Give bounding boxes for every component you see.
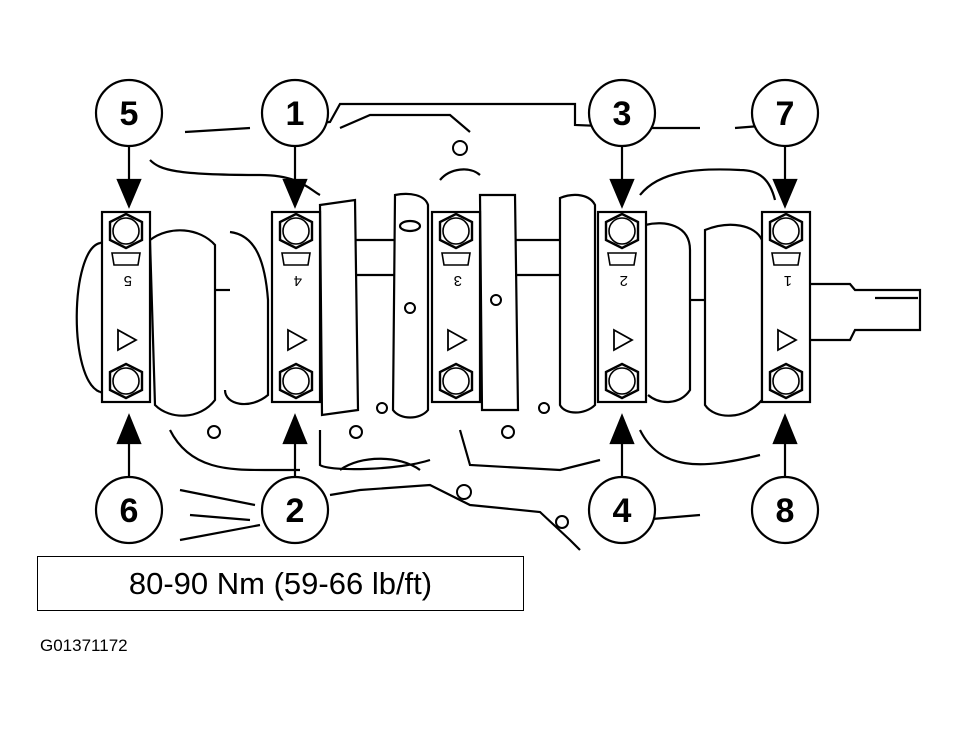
cap-number: 5	[124, 272, 132, 289]
cap-number: 3	[454, 272, 462, 289]
callout-2: 2	[260, 475, 330, 545]
callout-8: 8	[750, 475, 820, 545]
torque-spec-box: 80-90 Nm (59-66 lb/ft)	[37, 556, 524, 611]
bolt-head	[108, 362, 144, 400]
torque-spec-text: 80-90 Nm (59-66 lb/ft)	[128, 565, 433, 601]
bolt-head	[604, 362, 640, 400]
crankshaft-webs	[148, 192, 764, 419]
callout-7: 7	[750, 78, 820, 148]
cap-number: 1	[784, 272, 792, 289]
callout-label: 6	[120, 492, 139, 530]
torque-sequence-callouts: 5 1 3 7 6 2 4 8	[94, 78, 820, 545]
callout-label: 7	[776, 95, 795, 133]
bolt-head	[438, 212, 474, 250]
callout-label: 3	[613, 95, 632, 133]
bolt-head	[768, 212, 804, 250]
callout-label: 4	[613, 492, 632, 530]
block-holes	[207, 140, 569, 529]
callout-label: 5	[120, 95, 139, 133]
bolt-head	[278, 362, 314, 400]
callout-4: 4	[587, 475, 657, 545]
bolt-head	[278, 212, 314, 250]
figure-id: G01371172	[40, 636, 128, 655]
cap-number: 4	[294, 272, 302, 289]
callout-3: 3	[587, 78, 657, 148]
callout-label: 8	[776, 492, 795, 530]
callout-label: 2	[286, 492, 305, 530]
callout-5: 5	[94, 78, 164, 148]
bolt-head	[108, 212, 144, 250]
engine-block-outline	[149, 102, 777, 551]
callout-6: 6	[94, 475, 164, 545]
callout-1: 1	[260, 78, 330, 148]
callout-label: 1	[286, 95, 305, 133]
bolt-head	[768, 362, 804, 400]
callout-arrows	[116, 146, 798, 478]
bearing-cap-bolts	[108, 212, 804, 400]
bolt-head	[438, 362, 474, 400]
cap-number: 2	[620, 272, 628, 289]
bolt-head	[604, 212, 640, 250]
